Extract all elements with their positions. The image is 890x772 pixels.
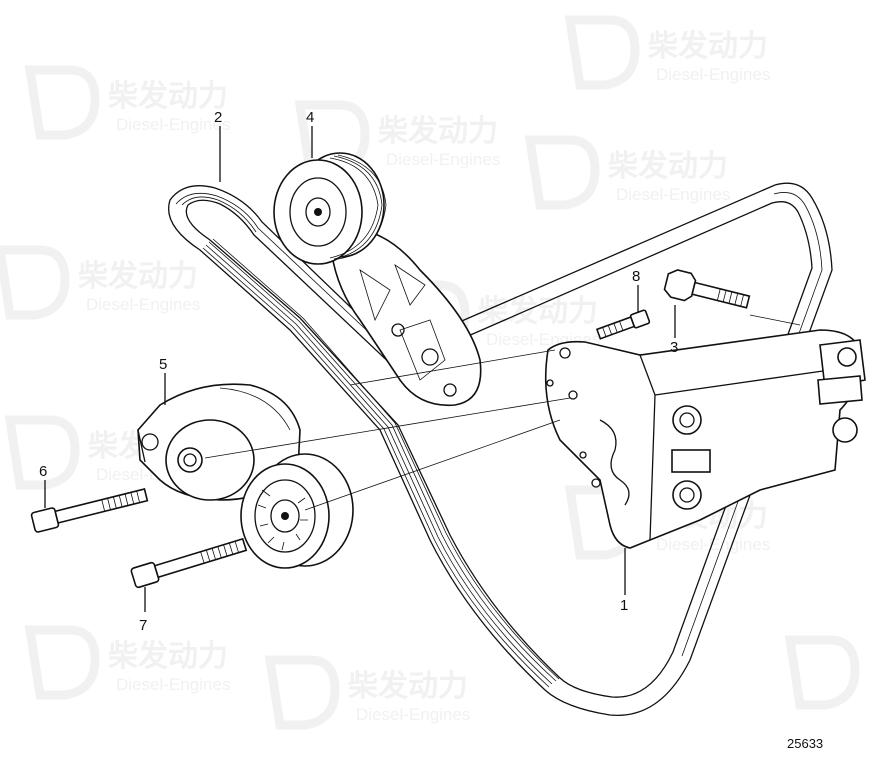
callout-6: 6 xyxy=(39,463,47,480)
idler-pulley-upper xyxy=(273,152,482,407)
watermark-brand-cn: 柴发动力 xyxy=(108,639,228,674)
callouts: 1 2 3 4 5 6 7 8 xyxy=(39,109,678,634)
callout-5: 5 xyxy=(159,356,167,373)
watermark-brand-en: Diesel-Engines xyxy=(386,150,500,169)
watermark-brand-en: Diesel-Engines xyxy=(356,705,470,724)
watermark-brand-en: Diesel-Engines xyxy=(656,535,770,554)
tensioner-bracket xyxy=(544,329,866,549)
watermark-logo: 柴发动力 Diesel-Engines xyxy=(24,625,230,700)
callout-1: 1 xyxy=(620,597,628,614)
watermark-logo: 柴发动力 Diesel-Engines xyxy=(0,245,200,320)
callout-4: 4 xyxy=(306,109,314,126)
bolt-3 xyxy=(663,269,751,309)
watermark-brand-cn: 柴发动力 xyxy=(378,114,498,149)
callout-8: 8 xyxy=(632,268,640,285)
watermark-logo xyxy=(784,635,860,710)
drive-belt xyxy=(168,182,833,717)
bolt-6 xyxy=(30,488,149,533)
callout-7: 7 xyxy=(139,617,147,634)
watermark-brand-en: Diesel-Engines xyxy=(86,295,200,314)
callout-2: 2 xyxy=(214,109,222,126)
diagram-reference-number: 25633 xyxy=(787,736,823,751)
watermark-logo: 柴发动力 Diesel-Engines xyxy=(564,15,770,90)
watermark-brand-cn: 柴发动力 xyxy=(608,149,728,184)
callout-3: 3 xyxy=(670,339,678,356)
bolt-7 xyxy=(130,537,248,589)
watermark-brand-cn: 柴发动力 xyxy=(108,79,228,114)
watermark-logo: 柴发动力 Diesel-Engines xyxy=(524,135,730,210)
watermark-logo: 柴发动力 Diesel-Engines xyxy=(264,655,470,730)
watermark-brand-en: Diesel-Engines xyxy=(116,115,230,134)
belt-tensioner xyxy=(137,383,301,501)
watermark-brand-en: Diesel-Engines xyxy=(616,185,730,204)
watermark-brand-cn: 柴发动力 xyxy=(348,669,468,704)
watermark-brand-cn: 柴发动力 xyxy=(648,29,768,64)
assembly-guide-lines xyxy=(204,314,801,511)
watermark-logo: 柴发动力 Diesel-Engines xyxy=(24,65,230,140)
watermark-brand-en: Diesel-Engines xyxy=(116,675,230,694)
bolt-8 xyxy=(595,309,651,340)
watermark-brand-cn: 柴发动力 xyxy=(78,259,198,294)
watermark-brand-en: Diesel-Engines xyxy=(656,65,770,84)
callout-leaders xyxy=(44,126,676,612)
